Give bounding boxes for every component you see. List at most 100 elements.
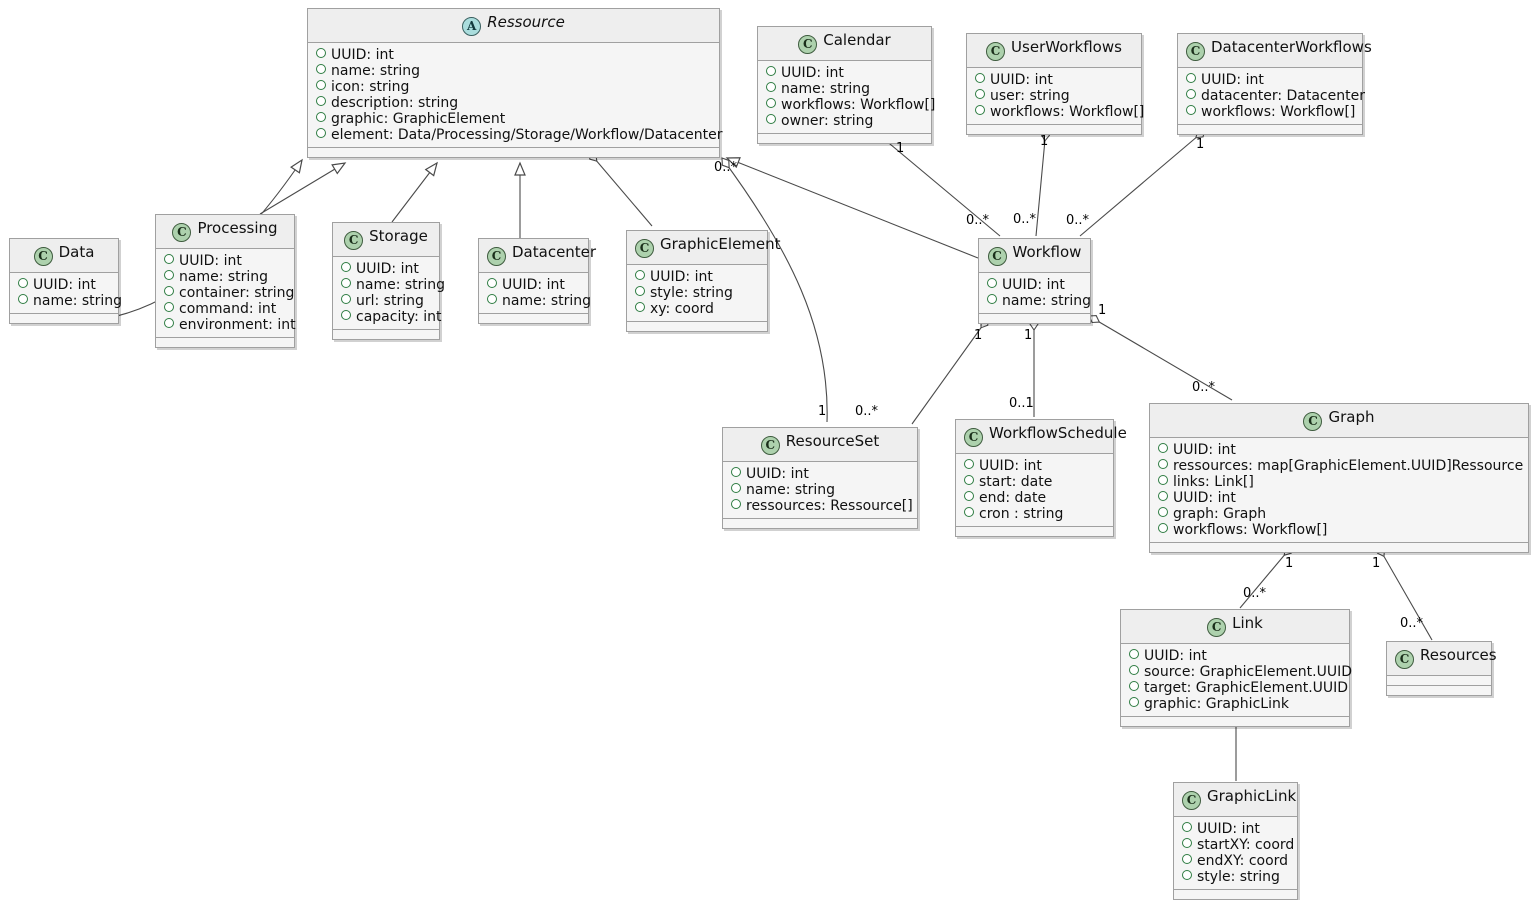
- class-methods-graph: [1150, 543, 1528, 552]
- class-icon: C: [1186, 42, 1205, 61]
- attribute-text: name: string: [746, 482, 836, 498]
- attribute-text: source: GraphicElement.UUID: [1144, 664, 1353, 680]
- attribute-row: name: string: [16, 293, 122, 309]
- public-visibility-icon: [766, 82, 776, 92]
- class-name-workflowschedule: WorkflowSchedule: [989, 424, 1127, 442]
- public-visibility-icon: [164, 302, 174, 312]
- multiplicity-label: 0..*: [966, 213, 990, 228]
- class-methods-workflowschedule: [956, 527, 1113, 536]
- attribute-text: cron : string: [979, 506, 1064, 522]
- class-attributes-resources: [1387, 676, 1491, 686]
- attribute-text: endXY: coord: [1197, 853, 1289, 869]
- class-icon: C: [964, 428, 983, 447]
- public-visibility-icon: [18, 294, 28, 304]
- public-visibility-icon: [731, 499, 741, 509]
- multiplicity-label: 0..*: [1066, 213, 1090, 228]
- public-visibility-icon: [1129, 649, 1139, 659]
- attribute-row: workflows: Workflow[]: [973, 104, 1144, 120]
- attribute-text: ressources: Ressource[]: [746, 498, 913, 514]
- attribute-text: start: date: [979, 474, 1053, 490]
- multiplicity-label: 1: [896, 141, 905, 156]
- public-visibility-icon: [1158, 507, 1168, 517]
- public-visibility-icon: [964, 491, 974, 501]
- public-visibility-icon: [766, 66, 776, 76]
- class-name-data: Data: [58, 243, 95, 261]
- attribute-row: name: string: [485, 293, 591, 309]
- public-visibility-icon: [766, 114, 776, 124]
- attribute-row: command: int: [162, 301, 288, 317]
- attribute-row: description: string: [314, 95, 713, 111]
- attribute-text: UUID: int: [979, 458, 1042, 474]
- public-visibility-icon: [1186, 89, 1196, 99]
- attribute-row: ressources: map[GraphicElement.UUID]Ress…: [1156, 458, 1523, 474]
- attribute-text: UUID: int: [1002, 277, 1065, 293]
- attribute-text: graphic: GraphicLink: [1144, 696, 1289, 712]
- attribute-row: UUID: int: [1156, 490, 1522, 506]
- public-visibility-icon: [341, 262, 351, 272]
- multiplicity-label: 0..*: [1013, 212, 1037, 227]
- public-visibility-icon: [964, 475, 974, 485]
- edge-storage-to-ressource: [391, 161, 438, 223]
- class-methods-calendar: [758, 134, 931, 143]
- attribute-row: UUID: int: [973, 72, 1135, 88]
- class-methods-datacenterworkflows: [1178, 125, 1362, 134]
- public-visibility-icon: [975, 73, 985, 83]
- attribute-text: command: int: [179, 301, 277, 317]
- class-icon: C: [986, 42, 1006, 61]
- attribute-row: startXY: coord: [1180, 837, 1294, 853]
- attribute-text: name: string: [1002, 293, 1092, 309]
- attribute-text: UUID: int: [1173, 442, 1236, 458]
- public-visibility-icon: [1129, 681, 1139, 691]
- attribute-row: end: date: [962, 490, 1107, 506]
- public-visibility-icon: [635, 270, 645, 280]
- public-visibility-icon: [341, 294, 351, 304]
- attribute-row: owner: string: [764, 113, 925, 129]
- attribute-text: links: Link[]: [1173, 474, 1254, 490]
- attribute-text: graphic: GraphicElement: [331, 111, 506, 127]
- public-visibility-icon: [1158, 459, 1168, 469]
- edge-datacenterworkflows-to-workflow: [1079, 129, 1206, 237]
- class-icon: C: [344, 231, 364, 250]
- class-name-resources: Resources: [1420, 646, 1497, 664]
- class-icon: C: [987, 247, 1007, 266]
- class-name-link: Link: [1232, 614, 1263, 632]
- public-visibility-icon: [316, 112, 326, 122]
- attribute-text: UUID: int: [502, 277, 565, 293]
- attribute-row: graph: Graph: [1156, 506, 1522, 522]
- attribute-row: style: string: [633, 285, 761, 301]
- class-icon: C: [172, 223, 192, 242]
- attribute-text: name: string: [331, 63, 421, 79]
- attribute-row: xy: coord: [633, 301, 761, 317]
- public-visibility-icon: [635, 302, 645, 312]
- class-name-calendar: Calendar: [823, 31, 891, 49]
- attribute-row: name: string: [985, 293, 1091, 309]
- multiplicity-label: 0..1: [1009, 396, 1034, 411]
- class-methods-resources: [1387, 686, 1491, 695]
